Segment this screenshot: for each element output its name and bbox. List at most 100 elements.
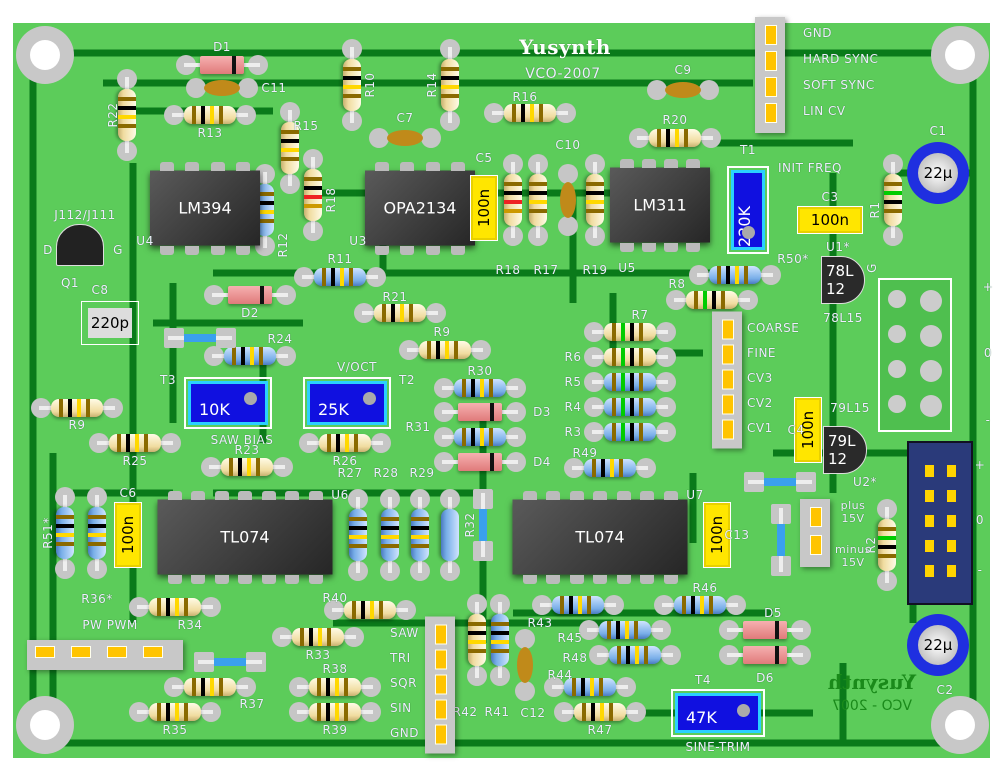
capacitor-value: 22µ [918, 625, 958, 665]
power-terminal-connector[interactable] [878, 278, 952, 432]
trimmer-screw-icon[interactable] [742, 226, 755, 239]
resistor-r49 [564, 457, 656, 479]
ic-pin [686, 158, 700, 168]
part-label: R4 [564, 400, 582, 414]
ic-pin [185, 161, 200, 171]
trimmer-screw-icon[interactable] [363, 392, 376, 405]
trimmer-screw-icon[interactable] [737, 704, 750, 717]
pin-label: G [865, 263, 879, 273]
output-connector[interactable] [425, 616, 455, 754]
part-label: R27 [337, 466, 363, 480]
ic-pin [569, 490, 584, 500]
resistor-r2 [876, 499, 898, 591]
connector-label: plus 15V [840, 499, 866, 525]
resistor-r9b [31, 397, 123, 419]
ic-pin [191, 490, 205, 500]
part-label: R51* [41, 517, 55, 549]
connector-pin-label: SOFT SYNC [803, 78, 875, 92]
resistor-r31 [434, 426, 526, 448]
ic-pin [261, 490, 276, 500]
pwm-connector[interactable] [27, 640, 183, 670]
part-label: U4 [136, 234, 154, 248]
part-label: R49 [572, 446, 598, 460]
part-label: R43 [527, 616, 553, 630]
part-label: C5 [475, 151, 493, 165]
ic-pin [664, 158, 678, 168]
part-label: R48 [562, 651, 588, 665]
wire-jumper [190, 652, 270, 672]
idc-power-connector[interactable] [907, 441, 973, 605]
resistor-r48 [589, 644, 681, 666]
part-label: R16 [512, 90, 538, 104]
power-15v-header[interactable] [800, 499, 830, 567]
part-label: D [43, 243, 53, 257]
resistor-r44 [544, 676, 636, 698]
connector-pin-label: SAW [390, 625, 419, 640]
trimmer-t4[interactable]: 47K [671, 689, 765, 737]
resistor-r24 [204, 345, 296, 367]
part-label: T4 [695, 673, 711, 687]
resistor-r9a [399, 339, 491, 361]
wire-jumper [740, 472, 820, 492]
connector-pin-label: SQR [390, 675, 417, 690]
part-label: R8 [668, 277, 686, 291]
resistor-r39 [289, 701, 381, 723]
part-label: R23 [234, 443, 260, 457]
ic-pin [425, 245, 440, 255]
part-label: Q1 [60, 276, 80, 290]
ceramic-capacitor-c10 [556, 160, 580, 240]
part-label: D1 [213, 40, 231, 54]
ic-pin [400, 245, 415, 255]
resistor-r37 [164, 676, 256, 698]
ic-pin [616, 574, 631, 584]
resistor-r36 [86, 487, 108, 579]
resistor-r1 [882, 154, 904, 246]
ceramic-capacitor-c12 [513, 625, 537, 705]
resistor-r43 [532, 594, 624, 616]
resistor-r21 [354, 302, 446, 324]
connector-pin-label: CV1 [747, 420, 773, 435]
trimmer-t1[interactable]: 220K [727, 166, 769, 254]
resistor-r13 [164, 104, 256, 126]
part-label: U1* [826, 240, 850, 254]
cv-input-connector[interactable] [712, 311, 742, 449]
ic-pin [308, 490, 323, 500]
part-label: - [977, 563, 983, 577]
sync-connector[interactable] [755, 17, 785, 133]
part-label: R33 [305, 648, 331, 662]
part-label: R30 [467, 364, 493, 378]
part-label: R18 [324, 187, 338, 213]
trimmer-t2[interactable]: 25K [303, 377, 391, 429]
ic-u6: TL074 [157, 499, 333, 575]
part-label: R24 [267, 332, 293, 346]
wire-jumper [771, 500, 791, 580]
connector-pin-label: TRI [390, 650, 411, 665]
part-label: R11 [327, 252, 353, 266]
ic-pin [546, 490, 560, 500]
ic-pin [261, 574, 276, 584]
part-label: U5 [618, 261, 636, 275]
diode-d6 [719, 644, 811, 666]
part-label: D5 [764, 606, 782, 620]
ic-pin [451, 245, 465, 255]
part-label: R34 [177, 618, 203, 632]
part-label: U3 [349, 234, 367, 248]
part-label: C11 [261, 81, 287, 95]
resistor-r18a [302, 149, 324, 241]
part-label: D4 [533, 455, 551, 469]
electrolytic-capacitor-c2: 22µ [907, 614, 969, 676]
film-capacitor-c5: 100n [470, 175, 498, 241]
part-label: R17 [533, 263, 559, 277]
part-label: R18 [495, 263, 521, 277]
trimmer-t3[interactable]: 10K [184, 377, 272, 429]
part-label: R36* [81, 592, 113, 606]
resistor-r26 [299, 432, 391, 454]
trimmer-screw-icon[interactable] [244, 392, 257, 405]
resistor-r30 [434, 377, 526, 399]
part-label: + [974, 458, 986, 472]
resistor-r7 [584, 321, 676, 343]
connector-pin-label: LIN CV [803, 104, 846, 118]
resistor-r42 [466, 594, 488, 686]
part-label: T2 [399, 373, 415, 387]
part-label: R19 [582, 263, 608, 277]
